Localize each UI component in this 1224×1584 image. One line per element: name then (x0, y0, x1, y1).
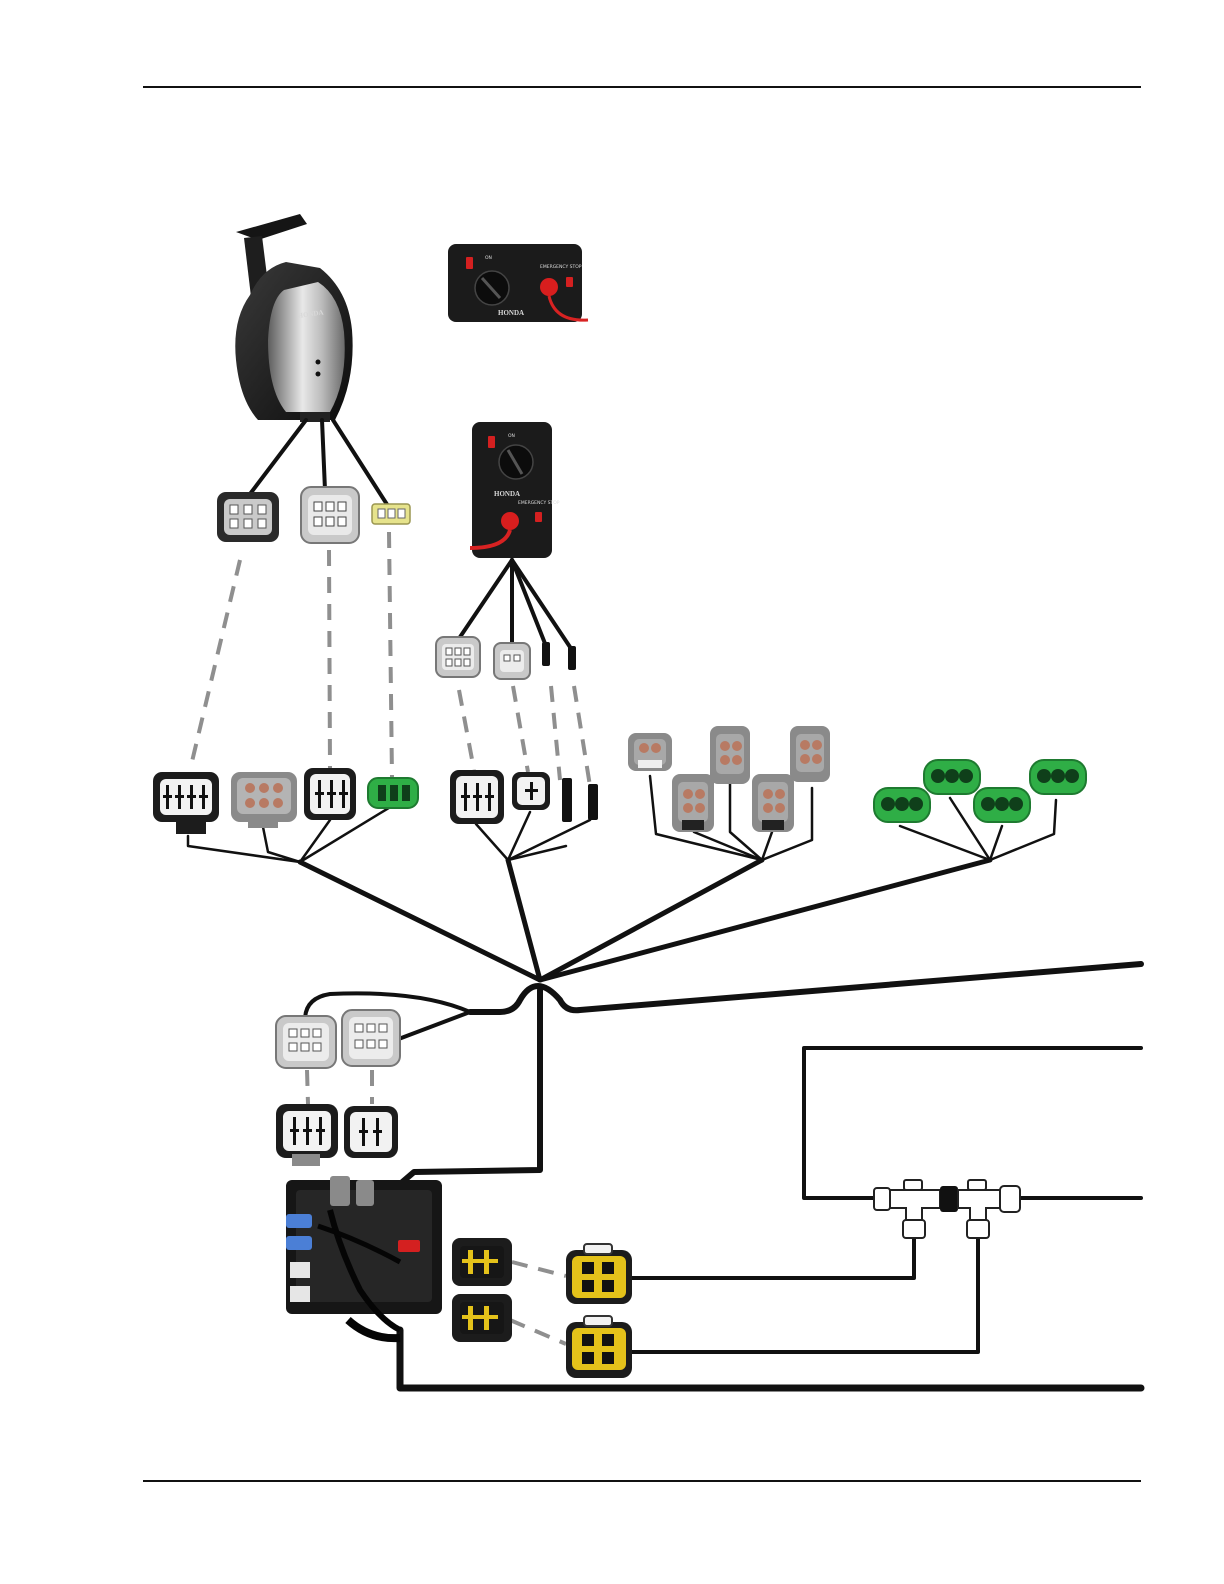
junction-box-icon (286, 1176, 442, 1338)
panel-brand-label: HONDA (494, 490, 520, 498)
connector-icon (344, 1106, 398, 1158)
connector-icon (512, 772, 550, 810)
connector-icon (217, 492, 279, 542)
connector-icon (790, 726, 830, 782)
panel-switch-on-label: ON (508, 433, 515, 439)
connector-icon (566, 1244, 632, 1304)
connector-icon (276, 1016, 336, 1068)
t-connector-icon (874, 1180, 940, 1238)
connector-icon (301, 487, 359, 543)
t-connector-icon (958, 1180, 1020, 1238)
connector-icon (450, 770, 504, 824)
connector-icon (372, 504, 410, 524)
connector-icon (436, 637, 480, 677)
connector-icon (494, 643, 530, 679)
panel-switch-on-label: ON (485, 255, 492, 261)
remote-control-lever-icon: HONDA (235, 214, 352, 422)
connector-icon (452, 1294, 512, 1342)
panel-emergency-stop-label: EMERGENCY STOP (518, 500, 560, 506)
panel-switch-vertical: ON HONDA EMERGENCY STOP (470, 422, 560, 558)
connector-icon (672, 774, 714, 832)
panel-brand-label: HONDA (498, 309, 524, 317)
connector-icon (342, 1010, 400, 1066)
connector-icon (710, 726, 750, 784)
connector-icon (452, 1238, 512, 1286)
t-connector-coupler (940, 1186, 958, 1212)
bullet-connector-icon (542, 642, 576, 670)
connector-icon (368, 778, 418, 808)
connector-icon (231, 772, 297, 828)
emergency-stop-button-icon (540, 278, 558, 296)
connector-icon (153, 772, 219, 834)
connector-icon (752, 774, 794, 832)
connector-icon (304, 768, 356, 820)
lever-indicator-light (316, 360, 321, 365)
connector-icon (628, 733, 672, 771)
connector-icon (924, 760, 980, 794)
connector-icon (974, 788, 1030, 822)
connector-icon (566, 1316, 632, 1378)
connector-icon (874, 788, 930, 822)
panel-emergency-stop-label: EMERGENCY STOP (540, 264, 582, 270)
connector-icon (1030, 760, 1086, 794)
bullet-connector-icon (562, 778, 598, 822)
connector-icon (276, 1104, 338, 1166)
panel-switch-horizontal: ON EMERGENCY STOP HONDA (448, 244, 588, 322)
lever-indicator-light (316, 372, 321, 377)
emergency-stop-button-icon (501, 512, 519, 530)
